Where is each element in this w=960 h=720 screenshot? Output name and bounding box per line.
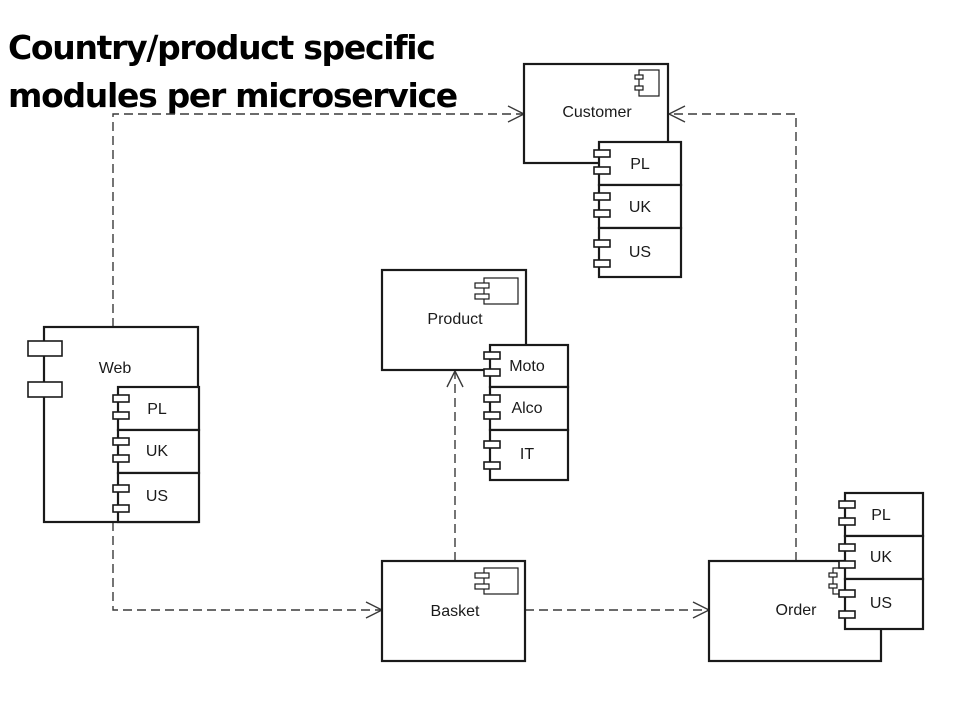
module-icon (112, 484, 130, 513)
module-web-uk[interactable]: UK (112, 428, 201, 475)
page-title: Country/product specific modules per mic… (8, 24, 478, 120)
module-label: IT (520, 446, 534, 463)
customer-modules: PL UK US (593, 140, 683, 279)
module-label: PL (147, 401, 167, 418)
module-label: US (146, 488, 168, 505)
module-icon (593, 239, 611, 268)
module-label: UK (146, 443, 169, 460)
module-icon (838, 543, 856, 569)
module-label: US (629, 244, 651, 261)
module-web-us[interactable]: US (112, 471, 201, 524)
module-customer-uk[interactable]: UK (593, 183, 683, 230)
web-label: Web (99, 360, 132, 377)
module-product-moto[interactable]: Moto (483, 343, 570, 389)
order-label: Order (776, 602, 818, 619)
module-icon (483, 394, 501, 420)
module-order-pl[interactable]: PL (838, 491, 925, 538)
module-icon (483, 440, 501, 470)
module-label: Moto (509, 358, 545, 375)
module-icon (838, 500, 856, 526)
product-modules: Moto Alco IT (483, 343, 570, 482)
product-label: Product (427, 311, 483, 328)
module-order-us[interactable]: US (838, 577, 925, 631)
module-icon (112, 437, 130, 463)
module-icon (838, 589, 856, 619)
title-line-2: modules per microservice (8, 76, 458, 115)
module-product-it[interactable]: IT (483, 428, 570, 482)
module-label: US (870, 595, 892, 612)
module-customer-us[interactable]: US (593, 226, 683, 279)
module-label: PL (630, 156, 650, 173)
component-icon (474, 277, 519, 305)
web-modules: PL UK US (112, 385, 201, 524)
basket-label: Basket (431, 603, 480, 620)
module-icon (593, 149, 611, 175)
module-label: Alco (511, 400, 542, 417)
title-line-1: Country/product specific (8, 28, 436, 67)
edge-web-to-basket (112, 522, 384, 619)
module-web-pl[interactable]: PL (112, 385, 201, 432)
component-icon (27, 340, 63, 398)
edge-basket-to-order (525, 601, 711, 619)
basket-component[interactable]: Basket (380, 559, 527, 663)
module-order-uk[interactable]: UK (838, 534, 925, 581)
module-label: PL (871, 507, 891, 524)
customer-label: Customer (562, 104, 632, 121)
module-icon (112, 394, 130, 420)
module-label: UK (870, 549, 893, 566)
product-component[interactable]: Product (380, 268, 528, 372)
module-label: UK (629, 199, 652, 216)
component-icon (474, 567, 519, 595)
edge-basket-to-product (446, 369, 464, 561)
module-icon (483, 351, 501, 377)
module-icon (593, 192, 611, 218)
module-customer-pl[interactable]: PL (593, 140, 683, 187)
order-modules: PL UK US (838, 491, 925, 631)
module-product-alco[interactable]: Alco (483, 385, 570, 432)
edge-order-to-customer (667, 105, 797, 561)
component-icon (634, 69, 660, 97)
